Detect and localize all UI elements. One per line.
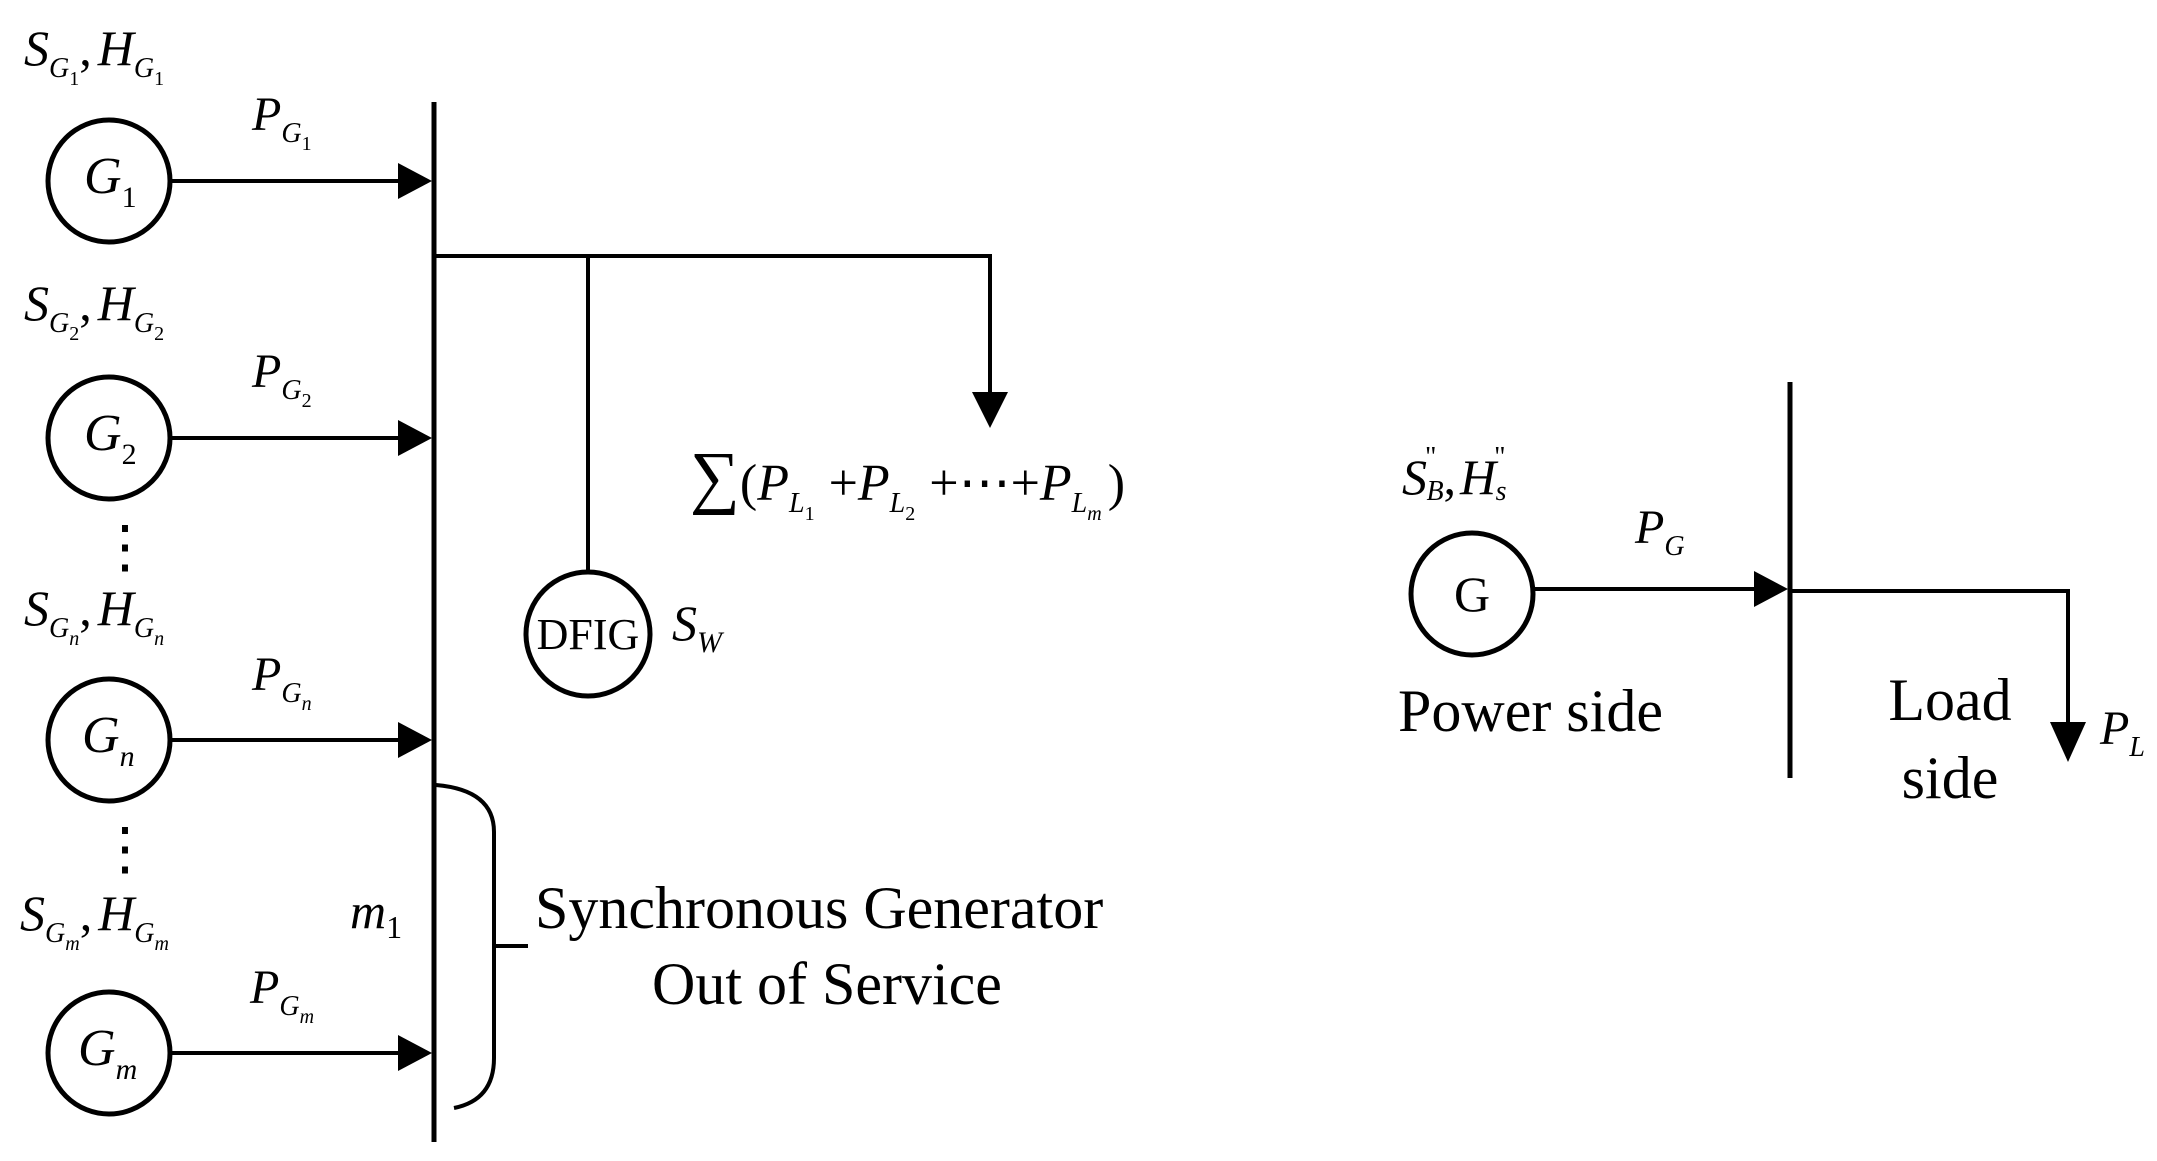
load-arrowhead — [972, 392, 1008, 428]
dfig-label: DFIG — [537, 610, 640, 659]
dfig-rating: SW — [672, 595, 725, 659]
equivalent-load-line — [1790, 589, 2070, 726]
equivalent-rating: S"B,H"s — [1402, 442, 1507, 507]
generator-n: SGn,HGn Gn PGn — [24, 580, 432, 804]
generator-n-power: PGn — [251, 648, 312, 715]
load-sum-label: ∑(PL1+PL2+⋯+PLm) — [690, 439, 1125, 525]
ellipsis-n-m: ⋮ — [96, 816, 154, 881]
equivalent-feeder-arrowhead — [1754, 571, 1788, 607]
generator-n-rating: SGn,HGn — [24, 580, 164, 650]
generator-1-arrowhead — [398, 163, 432, 199]
equivalent-load-arrowhead — [2050, 722, 2086, 762]
dfig-circle — [523, 569, 653, 699]
load-side-label-line2: side — [1902, 745, 1999, 811]
dfig-unit: DFIG SW — [523, 256, 725, 699]
power-side-label: Power side — [1398, 678, 1663, 744]
generator-m-arrowhead — [398, 1035, 432, 1071]
generator-2-rating: SG2,HG2 — [24, 275, 164, 345]
generator-1: SG1,HG1 G1 PG1 — [24, 20, 432, 245]
out-of-service-line2: Out of Service — [652, 951, 1002, 1017]
bracket-m1-label: m1 — [350, 883, 402, 945]
generator-m-rating: SGm,HGm — [20, 885, 169, 955]
generator-n-label: Gn — [82, 707, 135, 773]
generator-n-arrowhead — [398, 722, 432, 758]
equivalent-system: S"B,H"s G PG PL Power side Load side — [1398, 382, 2145, 811]
generator-1-rating: SG1,HG1 — [24, 20, 164, 90]
generator-1-label: G1 — [84, 148, 137, 214]
equivalent-generator-circle — [1408, 530, 1536, 658]
generator-2: SG2,HG2 G2 PG2 — [24, 275, 432, 502]
ellipsis-2-n: ⋮ — [96, 514, 154, 579]
out-of-service-line1: Synchronous Generator — [535, 875, 1103, 941]
out-of-service-bracket: m1 Synchronous Generator Out of Service — [350, 783, 1103, 1110]
generator-2-power: PG2 — [251, 345, 312, 412]
generator-2-arrowhead — [398, 420, 432, 456]
load-branch: ∑(PL1+PL2+⋯+PLm) — [434, 254, 1125, 525]
equivalent-load-power: PL — [2099, 702, 2145, 763]
generator-2-label: G2 — [84, 405, 137, 471]
generator-m-power: PGm — [249, 961, 314, 1028]
generator-m: SGm,HGm Gm PGm — [20, 885, 432, 1117]
load-side-label-line1: Load — [1888, 667, 2011, 733]
equivalent-generator-label: G — [1454, 566, 1490, 622]
generator-1-power: PG1 — [251, 88, 312, 155]
equivalent-power: PG — [1634, 501, 1685, 562]
generator-m-label: Gm — [78, 1020, 137, 1086]
